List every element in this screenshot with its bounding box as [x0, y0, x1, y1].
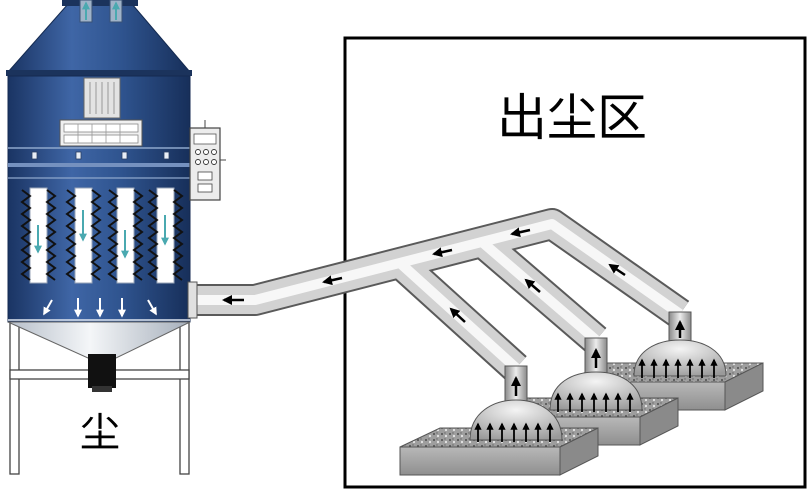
dust-cake — [172, 189, 184, 281]
settling-arrow — [43, 299, 53, 316]
flow-arrow — [432, 247, 453, 258]
dust-zone-title: 出尘区 — [497, 89, 647, 147]
flow-arrow — [510, 227, 531, 238]
control-panel — [189, 120, 226, 201]
dust-trough-side — [724, 362, 764, 411]
bag-airflow-arrows — [34, 210, 169, 259]
panel-switch — [197, 171, 213, 181]
flow-arrow — [449, 307, 466, 323]
panel-buttons — [195, 149, 217, 165]
roof-cap — [62, 0, 138, 6]
settling-arrows — [43, 298, 157, 318]
support-leg-right — [179, 321, 190, 475]
collection-hood — [633, 339, 727, 377]
flow-arrow — [322, 275, 343, 286]
roof-rim — [6, 70, 192, 76]
body-band — [8, 163, 190, 167]
pulse-nozzle — [121, 151, 128, 160]
suction-arrows — [474, 358, 718, 442]
pulse-nozzle — [31, 151, 38, 160]
dust-collector: 尘 — [6, 0, 226, 475]
access-housing — [83, 77, 121, 119]
dust-trough-side — [559, 427, 599, 476]
dust-cake — [147, 189, 159, 281]
dust-label: 尘 — [80, 410, 120, 456]
flow-arrow — [608, 263, 626, 277]
collection-station — [399, 365, 599, 476]
dust-cake — [20, 189, 32, 281]
pulse-nozzle — [75, 151, 82, 160]
filter-bags — [29, 187, 175, 284]
dust-cake — [132, 189, 144, 281]
flow-arrow — [524, 278, 541, 293]
dust-cake — [65, 189, 77, 281]
collection-hood — [469, 399, 563, 441]
collection-hood — [549, 371, 643, 411]
panel-switch — [197, 183, 213, 193]
exhaust-vents — [79, 0, 123, 23]
collector-roof — [6, 3, 192, 73]
dust-cake — [90, 189, 102, 281]
discharge-outlet — [92, 386, 112, 392]
flow-arrows — [222, 227, 685, 396]
air-grill — [59, 119, 143, 147]
settling-arrow — [147, 299, 157, 316]
dust-trough-side — [639, 397, 679, 446]
pulse-nozzles — [31, 151, 170, 160]
support-leg-left — [9, 321, 20, 475]
panel-display — [193, 133, 217, 145]
pulse-nozzle — [163, 151, 170, 160]
dust-cake — [45, 189, 57, 281]
dust-cake-layer — [20, 189, 184, 281]
dust-cake — [107, 189, 119, 281]
dust-trough-front — [399, 446, 561, 476]
inlet-flange — [187, 281, 198, 319]
hopper — [7, 321, 191, 359]
discharge-valve — [88, 354, 116, 388]
